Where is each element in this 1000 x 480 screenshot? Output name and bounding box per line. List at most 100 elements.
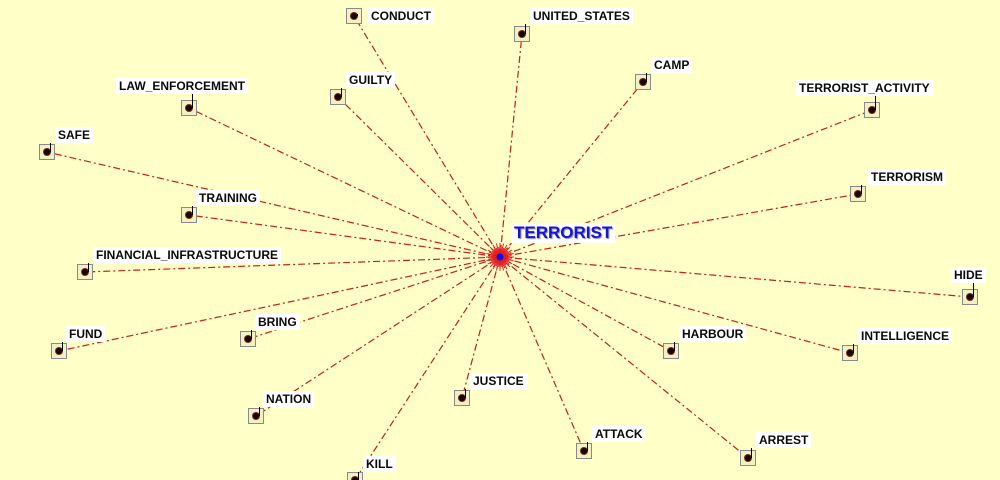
node-dot-icon xyxy=(640,79,646,85)
edge-training xyxy=(188,214,501,258)
node-conduct[interactable] xyxy=(346,8,362,24)
node-training[interactable] xyxy=(181,207,197,223)
node-label-nation[interactable]: NATION xyxy=(263,391,315,407)
edge-hide xyxy=(499,256,971,298)
node-nation[interactable] xyxy=(248,408,264,424)
label-connector xyxy=(465,389,466,398)
label-connector xyxy=(853,344,854,353)
node-law-enforcement[interactable] xyxy=(181,100,197,116)
hub-dot-icon xyxy=(496,253,504,261)
node-label-kill[interactable]: KILL xyxy=(363,456,396,472)
node-label-justice[interactable]: JUSTICE xyxy=(470,373,527,389)
node-label-arrest[interactable]: ARREST xyxy=(756,432,812,448)
edge-conduct xyxy=(353,15,501,258)
node-dot-icon xyxy=(351,13,357,19)
node-dot-icon xyxy=(186,212,192,218)
label-connector xyxy=(973,283,974,297)
node-attack[interactable] xyxy=(576,443,592,459)
edge-safe xyxy=(46,151,501,258)
edge-attack xyxy=(499,256,585,452)
node-dot-icon xyxy=(745,455,751,461)
node-label-harbour[interactable]: HARBOUR xyxy=(679,326,747,342)
node-guilty[interactable] xyxy=(330,89,346,105)
node-safe[interactable] xyxy=(39,144,55,160)
node-terrorism[interactable] xyxy=(850,186,866,202)
node-label-terrorism[interactable]: TERRORISM xyxy=(868,169,946,185)
node-label-safe[interactable]: SAFE xyxy=(55,127,94,143)
center-node-label[interactable]: TERRORIST xyxy=(511,223,616,243)
edge-harbour xyxy=(499,256,672,352)
node-bring[interactable] xyxy=(240,331,256,347)
node-dot-icon xyxy=(967,294,973,300)
node-dot-icon xyxy=(869,107,875,113)
node-intelligence[interactable] xyxy=(842,345,858,361)
node-dot-icon xyxy=(335,94,341,100)
label-connector xyxy=(751,448,752,458)
node-kill[interactable] xyxy=(347,472,363,480)
node-hide[interactable] xyxy=(962,289,978,305)
edge-united-states xyxy=(499,33,523,258)
node-dot-icon xyxy=(581,448,587,454)
node-camp[interactable] xyxy=(635,74,651,90)
label-connector xyxy=(259,407,260,416)
label-connector xyxy=(646,73,647,82)
edge-financial-infrastructure xyxy=(84,256,501,273)
node-label-conduct[interactable]: CONDUCT xyxy=(368,8,434,24)
node-arrest[interactable] xyxy=(740,450,756,466)
label-connector xyxy=(358,472,359,480)
label-connector xyxy=(62,342,63,351)
edge-arrest xyxy=(499,256,749,459)
edge-terrorism xyxy=(499,193,859,258)
node-label-law-enforcement[interactable]: LAW_ENFORCEMENT xyxy=(116,78,248,94)
edge-guilty xyxy=(337,96,501,258)
label-connector xyxy=(341,88,342,97)
node-dot-icon xyxy=(519,31,525,37)
node-justice[interactable] xyxy=(454,390,470,406)
node-financial-infrastructure[interactable] xyxy=(77,264,93,280)
label-connector xyxy=(861,185,862,194)
node-dot-icon xyxy=(668,348,674,354)
node-label-united-states[interactable]: UNITED_STATES xyxy=(530,8,633,24)
label-connector xyxy=(357,14,358,16)
edge-justice xyxy=(461,256,501,399)
node-dot-icon xyxy=(253,413,259,419)
edge-fund xyxy=(58,256,501,352)
center-node-hub[interactable] xyxy=(483,240,517,274)
node-label-fund[interactable]: FUND xyxy=(66,326,106,342)
node-fund[interactable] xyxy=(51,343,67,359)
edge-law-enforcement xyxy=(188,107,501,258)
node-united-states[interactable] xyxy=(514,26,530,42)
node-dot-icon xyxy=(82,269,88,275)
label-connector xyxy=(88,263,89,272)
node-dot-icon xyxy=(56,348,62,354)
label-connector xyxy=(251,330,252,339)
node-label-camp[interactable]: CAMP xyxy=(651,57,693,73)
node-dot-icon xyxy=(44,149,50,155)
node-label-financial-infrastructure[interactable]: FINANCIAL_INFRASTRUCTURE xyxy=(93,247,281,263)
node-terrorist-activity[interactable] xyxy=(864,102,880,118)
node-label-terrorist-activity[interactable]: TERRORIST_ACTIVITY xyxy=(796,80,933,96)
label-connector xyxy=(525,24,526,34)
node-dot-icon xyxy=(352,477,358,480)
edge-nation xyxy=(255,256,501,417)
edge-intelligence xyxy=(499,256,851,354)
node-label-bring[interactable]: BRING xyxy=(255,314,300,330)
label-connector xyxy=(587,442,588,451)
node-harbour[interactable] xyxy=(663,343,679,359)
label-connector xyxy=(192,206,193,215)
node-dot-icon xyxy=(855,191,861,197)
edge-kill xyxy=(354,256,501,480)
node-dot-icon xyxy=(847,350,853,356)
node-dot-icon xyxy=(186,105,192,111)
node-label-hide[interactable]: HIDE xyxy=(951,267,986,283)
label-connector xyxy=(674,342,675,351)
node-label-attack[interactable]: ATTACK xyxy=(592,426,646,442)
node-dot-icon xyxy=(245,336,251,342)
node-label-training[interactable]: TRAINING xyxy=(196,190,260,206)
label-connector xyxy=(192,94,193,108)
label-connector xyxy=(50,143,51,152)
node-label-guilty[interactable]: GUILTY xyxy=(346,72,396,88)
node-label-intelligence[interactable]: INTELLIGENCE xyxy=(858,328,953,344)
label-connector xyxy=(875,96,876,110)
